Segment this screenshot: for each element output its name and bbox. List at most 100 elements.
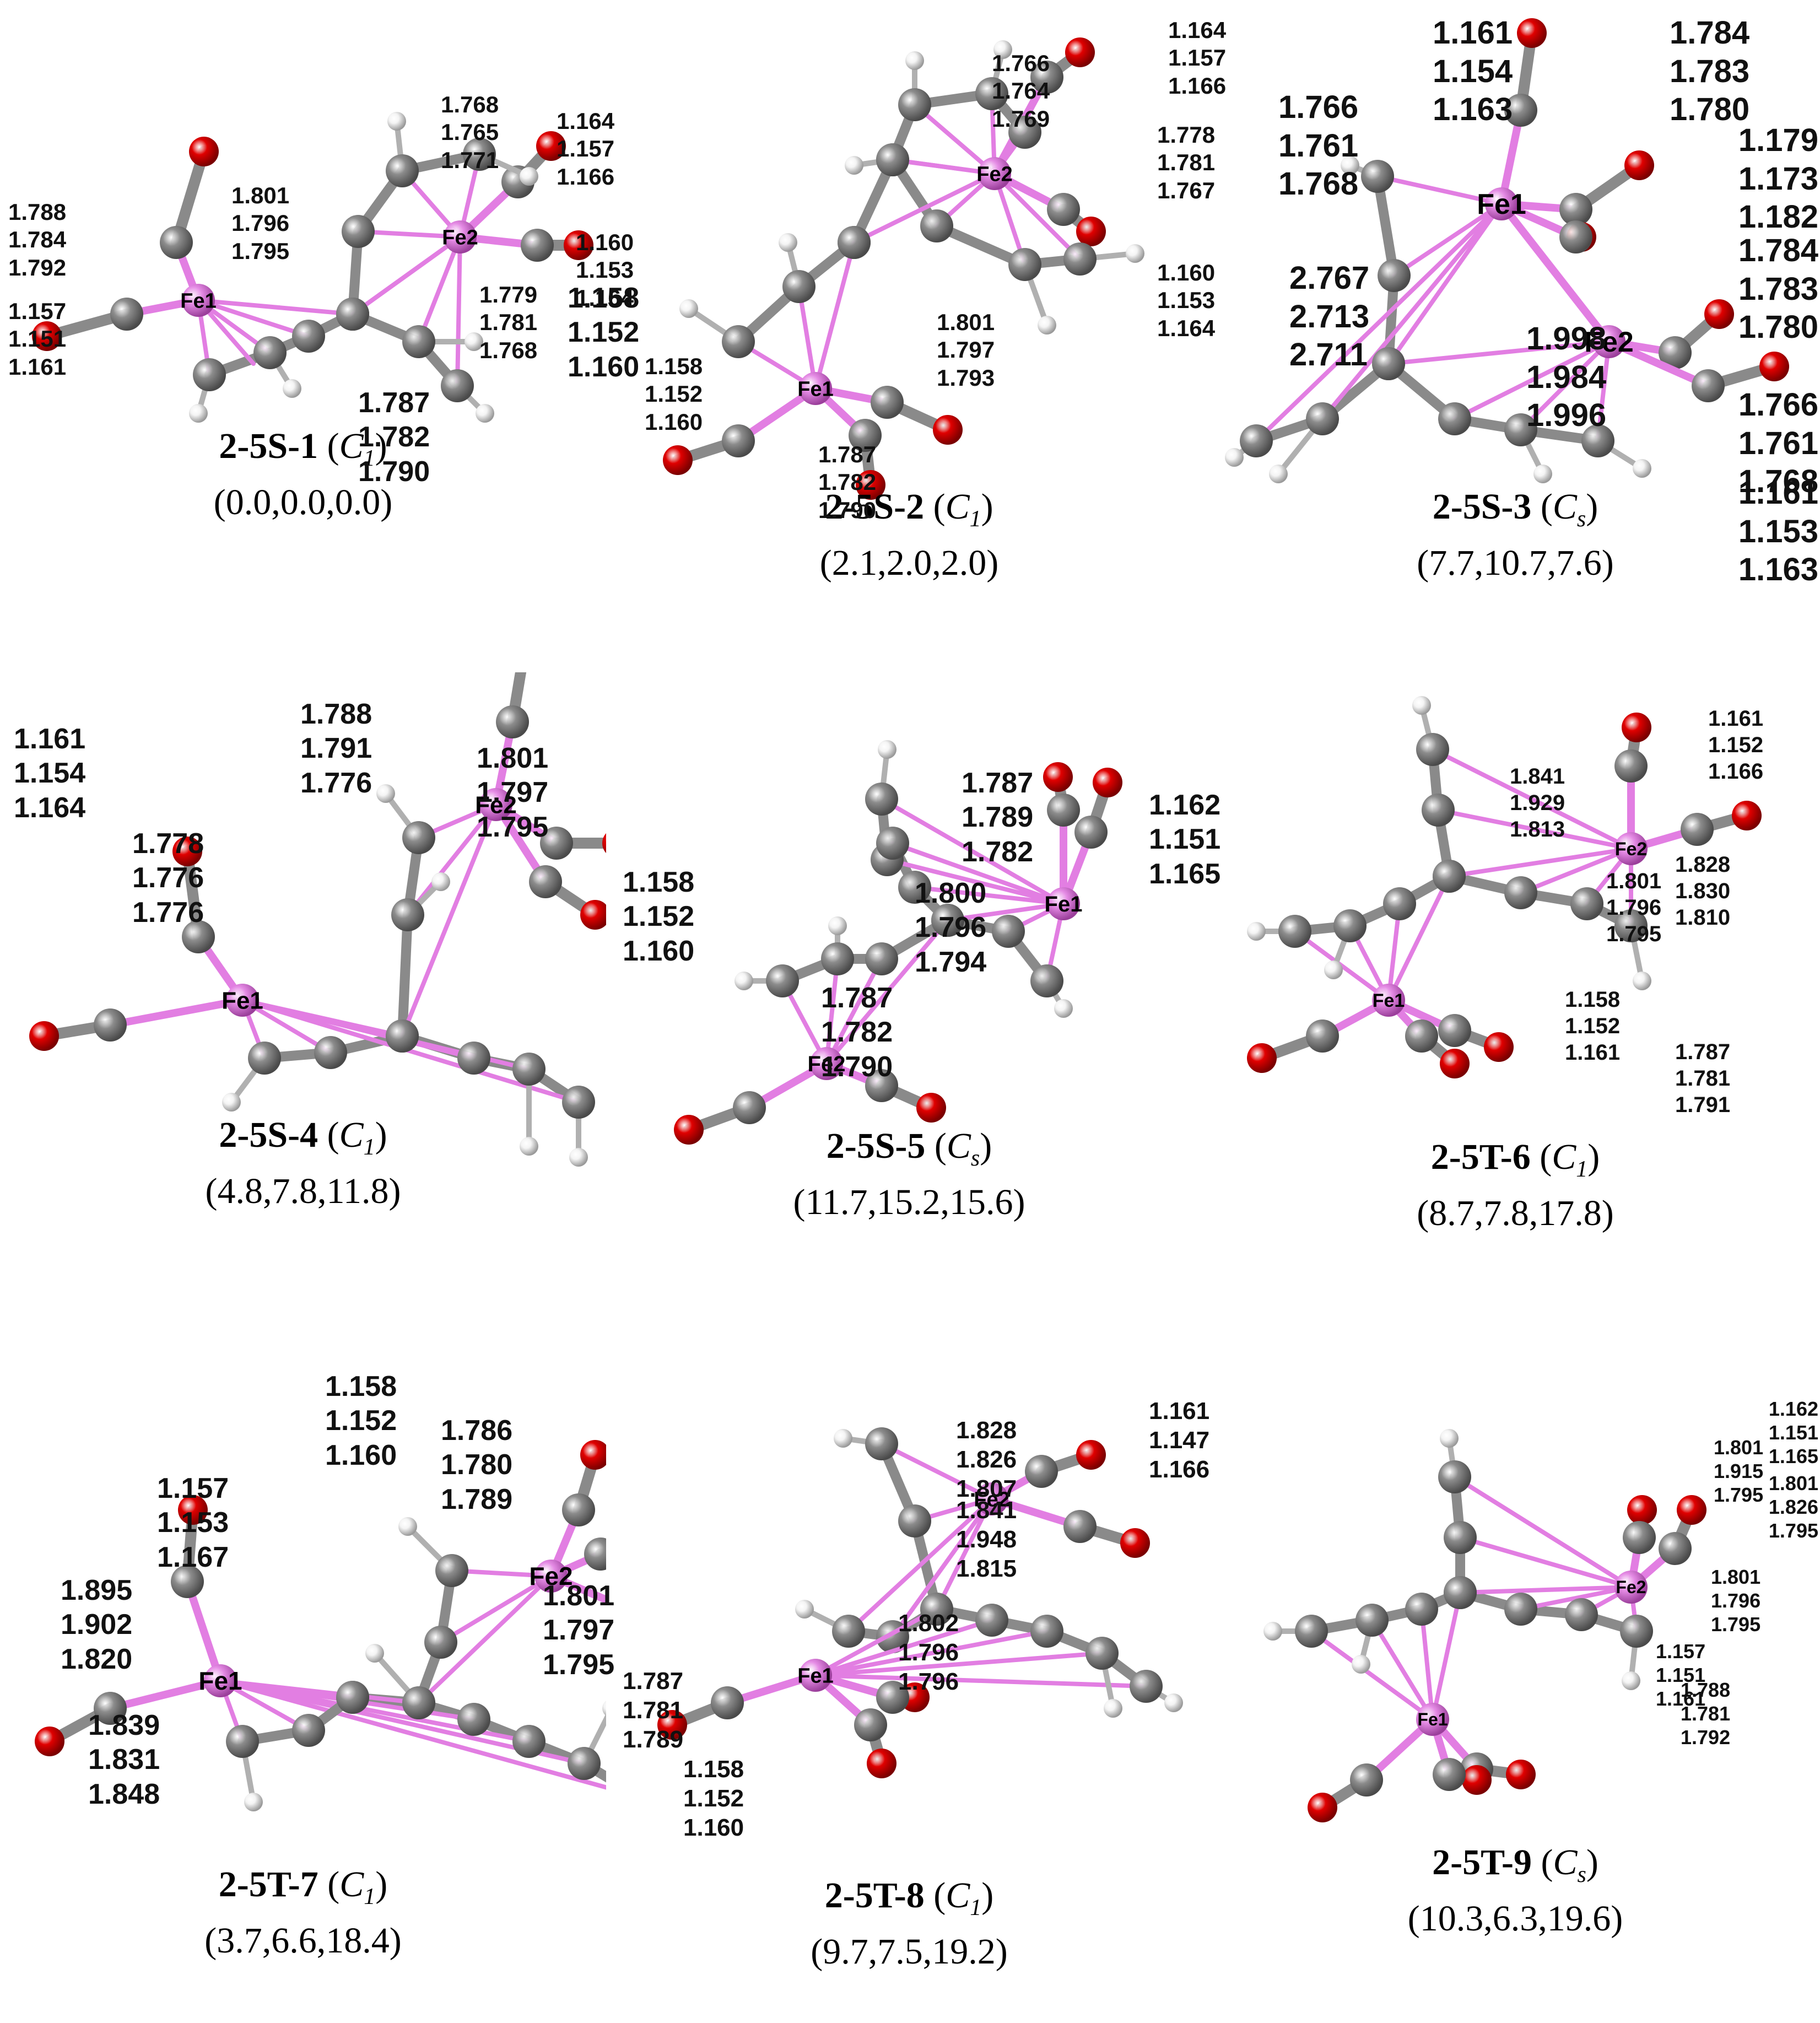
oxygen-atom — [536, 131, 566, 161]
point-group: Cs — [1552, 487, 1586, 532]
bond-length-value: 1.826 — [956, 1445, 1017, 1473]
carbon-atom — [1614, 749, 1648, 783]
iron-atom — [799, 1659, 832, 1692]
fe-c-bond — [240, 998, 581, 1104]
bond-length-value: 1.153 — [157, 1507, 229, 1539]
bond-length-value: 1.796 — [915, 911, 987, 944]
oxygen-atom — [1732, 801, 1762, 830]
hydrogen-atom — [1164, 1693, 1183, 1712]
oxygen-atom — [602, 833, 606, 854]
hydrogen-atom — [1324, 961, 1343, 979]
fe-c-bond — [813, 1673, 1148, 1688]
structure-id: 2-5T-9 — [1432, 1842, 1532, 1882]
bond-length-value: 1.166 — [557, 163, 615, 190]
hydrogen-atom — [845, 156, 863, 175]
carbon-atom — [832, 1615, 865, 1648]
bond-length-value: 1.776 — [300, 767, 372, 799]
oxygen-atom — [189, 137, 219, 166]
iron-atom-label: Fe1 — [1417, 1709, 1448, 1729]
iron-atom — [799, 372, 832, 405]
carbon-atom — [1306, 402, 1339, 435]
bond-length-value: 1.998 — [1526, 321, 1607, 357]
structure-caption: 2-5S-4 (C1)(4.8,7.8,11.8) — [0, 1113, 606, 1213]
hydrogen-atom — [993, 40, 1012, 59]
bond-length-value: 1.157 — [1168, 45, 1227, 71]
bond-length-value: 1.796 — [898, 1668, 959, 1695]
bond-length-value: 1.173 — [1738, 160, 1818, 197]
bond-length-value: 1.776 — [132, 896, 204, 929]
hydrogen-atom — [1341, 156, 1359, 175]
bond-length-value: 1.795 — [1714, 1483, 1764, 1507]
carbon-atom — [1570, 887, 1603, 920]
bond-length-value: 1.151 — [1149, 823, 1221, 856]
carbon-atom — [391, 898, 424, 931]
fe-c-bond — [1436, 808, 1633, 851]
bond-length-value: 1.766 — [1738, 387, 1818, 423]
bond-length-value: 1.151 — [8, 326, 67, 352]
carbon-atom — [248, 1042, 281, 1075]
carbon-atom — [975, 77, 1008, 110]
hydrogen-atom — [1633, 972, 1651, 990]
hydrogen-atom — [376, 784, 395, 803]
carbon-atom — [722, 424, 755, 457]
carbon-atom — [314, 1036, 347, 1069]
carbon-atom — [386, 1019, 419, 1053]
bond-length-value: 1.915 — [1714, 1460, 1764, 1483]
hydrogen-atom — [779, 233, 797, 252]
oxygen-atom — [1076, 1440, 1106, 1470]
fe-c-bond — [450, 1568, 553, 1578]
bond-length-value: 1.789 — [623, 1725, 684, 1753]
bond-length-value: 1.766 — [1278, 89, 1359, 125]
carbon-atom — [1659, 336, 1692, 369]
fe-c-bond — [1452, 1475, 1633, 1589]
iron-atom — [226, 984, 259, 1017]
hydrogen-atom — [834, 1429, 852, 1448]
fe-c-bond — [824, 957, 884, 1066]
bond-length-value: 1.789 — [441, 1483, 513, 1515]
carbon-atom — [1565, 1598, 1598, 1631]
bond-length-value: 1.795 — [1606, 922, 1662, 946]
bond-length-value: 1.778 — [1157, 122, 1216, 148]
point-group: Cs — [946, 1126, 980, 1172]
bond-length-value: 1.179 — [1738, 122, 1818, 158]
structure-caption: 2-5S-3 (Cs)(7.7,10.7,7.6) — [1212, 485, 1818, 585]
carbon-atom — [253, 336, 287, 369]
bond-length-value: 1.158 — [683, 1756, 744, 1783]
bond-length-value: 1.158 — [623, 866, 695, 898]
bond-length-value: 1.152 — [1565, 1014, 1621, 1038]
fe-c-bond — [183, 1578, 224, 1685]
carbon-atom — [876, 1681, 909, 1714]
fe-c-bond — [912, 885, 1066, 906]
fe-c-bond — [417, 1574, 553, 1705]
carbon-atom — [1438, 1014, 1471, 1047]
carbon-atom — [1620, 1615, 1653, 1648]
carbon-atom — [160, 226, 193, 259]
bond-length-value: 1.783 — [1738, 271, 1818, 307]
oxygen-atom — [178, 1495, 208, 1525]
carbon-atom — [1306, 1019, 1339, 1053]
bond-length-value: 1.164 — [1157, 315, 1216, 341]
structure-id: 2-5T-7 — [218, 1864, 318, 1905]
bond-length-value: 1.815 — [956, 1555, 1017, 1582]
fe-c-bond — [106, 996, 246, 1029]
oxygen-atom — [674, 1115, 704, 1145]
bond-length-value: 1.787 — [1675, 1040, 1731, 1064]
fe-c-bond — [890, 158, 997, 176]
carbon-atom — [821, 942, 854, 975]
carbon-atom — [402, 325, 435, 358]
carbon-atom — [1030, 61, 1063, 94]
fe-c-bond — [890, 1497, 994, 1639]
bond-length-value: 1.787 — [962, 767, 1034, 799]
bond-length-value: 1.779 — [479, 282, 538, 308]
hydrogen-atom — [1225, 448, 1244, 467]
